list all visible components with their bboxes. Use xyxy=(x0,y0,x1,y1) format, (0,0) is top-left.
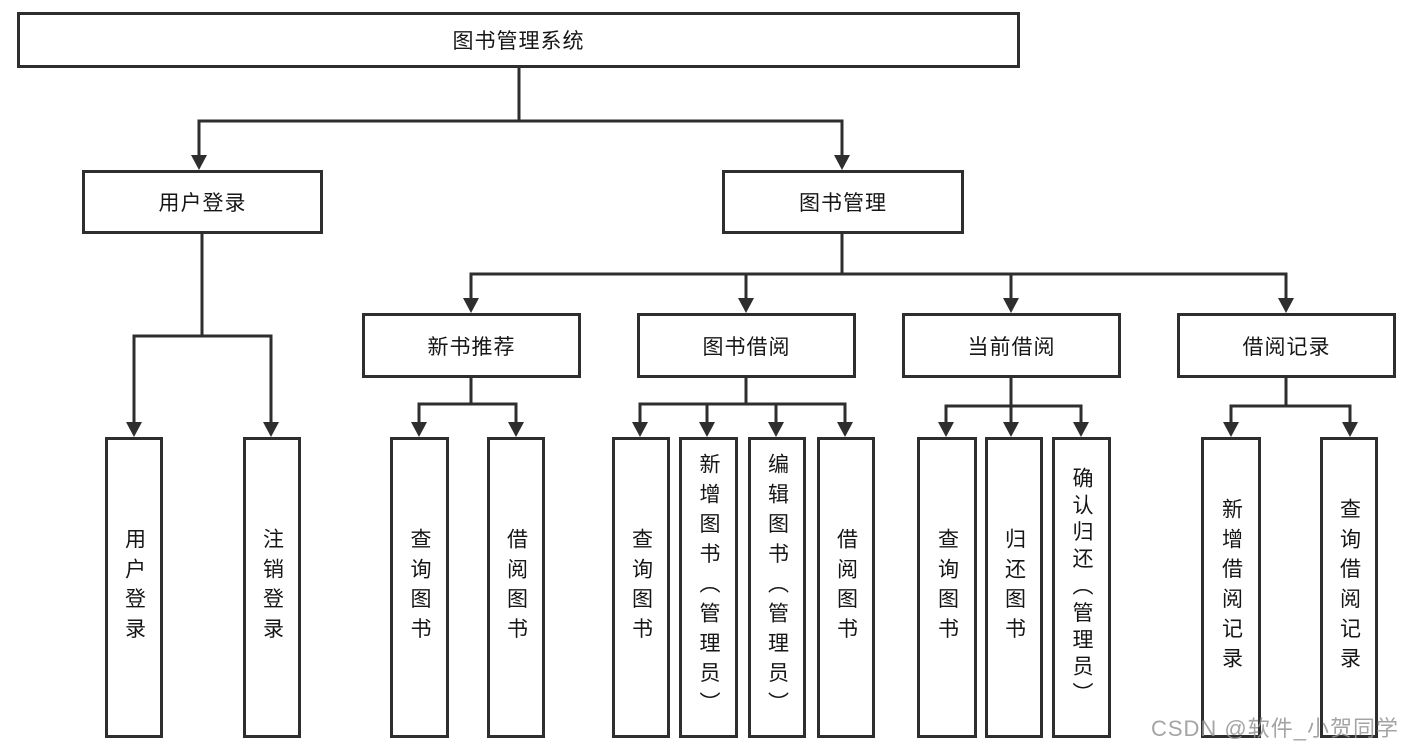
node-new-book-recommend: 新书推荐 xyxy=(362,313,581,378)
leaf-recommend-query-book: 查询图书 xyxy=(390,437,449,738)
leaf-recommend-query-book-label: 查询图书 xyxy=(408,527,431,648)
leaf-recommend-borrow-book: 借阅图书 xyxy=(487,437,545,738)
leaf-confirm-return-admin: 确认归还（管理员） xyxy=(1052,437,1111,738)
leaf-logout: 注销登录 xyxy=(243,437,301,738)
leaf-borrow-query-book: 查询图书 xyxy=(612,437,670,738)
leaf-borrow-book-label: 借阅图书 xyxy=(834,527,858,648)
leaf-query-borrow-record: 查询借阅记录 xyxy=(1320,437,1378,738)
leaf-confirm-return-admin-label: 确认归还（管理员） xyxy=(1070,466,1093,709)
leaf-query-borrow-record-label: 查询借阅记录 xyxy=(1337,498,1361,677)
leaf-current-query-book-label: 查询图书 xyxy=(935,527,959,648)
leaf-borrow-book: 借阅图书 xyxy=(817,437,875,738)
node-book-management-label: 图书管理 xyxy=(799,192,887,215)
leaf-add-borrow-record-label: 新增借阅记录 xyxy=(1219,498,1243,677)
node-book-management: 图书管理 xyxy=(722,170,964,234)
leaf-user-login-label: 用户登录 xyxy=(122,527,146,648)
node-book-borrow: 图书借阅 xyxy=(637,313,856,378)
node-borrow-record-label: 借阅记录 xyxy=(1242,335,1331,359)
leaf-edit-book-admin-label: 编辑图书（管理员） xyxy=(765,453,789,722)
leaf-add-borrow-record: 新增借阅记录 xyxy=(1201,437,1261,738)
node-new-book-recommend-label: 新书推荐 xyxy=(427,335,516,359)
leaf-edit-book-admin: 编辑图书（管理员） xyxy=(748,437,806,738)
csdn-watermark: CSDN @软件_小贺同学 xyxy=(1150,716,1399,741)
leaf-logout-label: 注销登录 xyxy=(260,527,284,648)
node-user-login-label: 用户登录 xyxy=(158,192,247,215)
leaf-user-login: 用户登录 xyxy=(105,437,163,738)
node-root-system-label: 图书管理系统 xyxy=(452,30,585,53)
node-book-borrow-label: 图书借阅 xyxy=(702,335,791,359)
node-borrow-record: 借阅记录 xyxy=(1177,313,1396,378)
leaf-return-book: 归还图书 xyxy=(985,437,1043,738)
node-current-borrow-label: 当前借阅 xyxy=(967,335,1056,359)
node-user-login: 用户登录 xyxy=(82,170,323,234)
leaf-current-query-book: 查询图书 xyxy=(917,437,977,738)
leaf-recommend-borrow-book-label: 借阅图书 xyxy=(504,527,528,648)
leaf-add-book-admin: 新增图书（管理员） xyxy=(679,437,738,738)
node-current-borrow: 当前借阅 xyxy=(902,313,1121,378)
node-root-system: 图书管理系统 xyxy=(17,12,1020,68)
leaf-borrow-query-book-label: 查询图书 xyxy=(629,527,653,648)
leaf-add-book-admin-label: 新增图书（管理员） xyxy=(697,453,720,722)
leaf-return-book-label: 归还图书 xyxy=(1002,527,1026,648)
